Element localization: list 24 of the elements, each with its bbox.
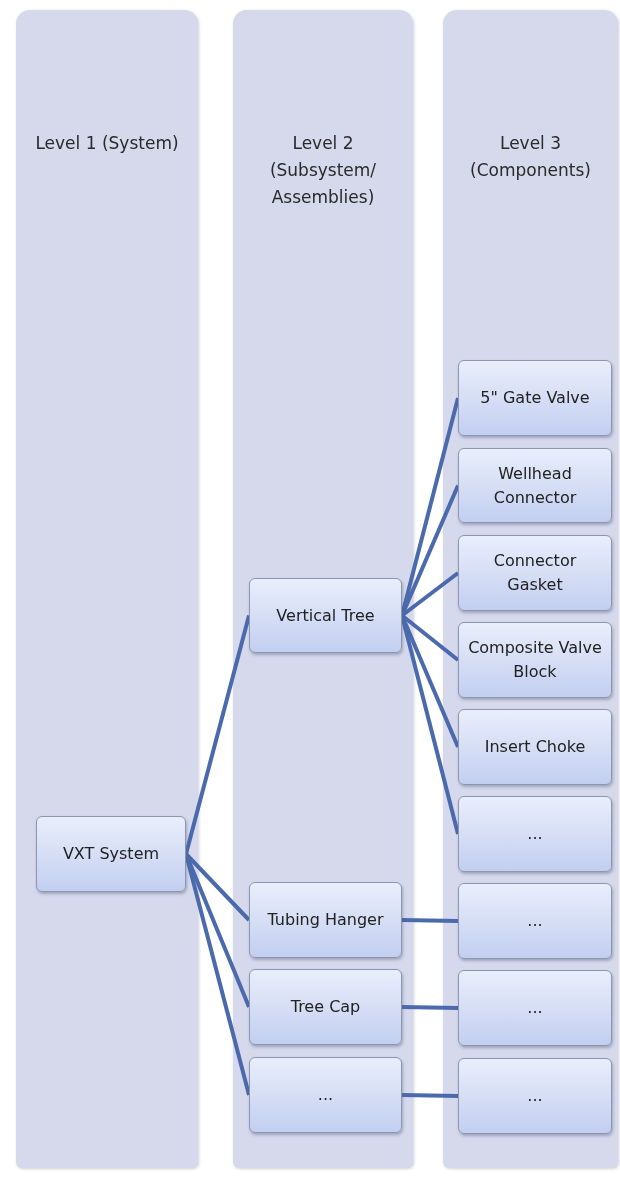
item-box: VXT System: [36, 816, 186, 892]
item-box: ...: [458, 970, 612, 1046]
level-column: [443, 10, 618, 1168]
connector-line: [401, 918, 459, 923]
item-box: ...: [458, 1058, 612, 1134]
connector-line: [401, 1093, 459, 1098]
item-box: Connector Gasket: [458, 535, 612, 611]
item-box: ...: [458, 883, 612, 959]
column-heading: Level 1 (System): [34, 132, 180, 155]
item-box: Composite Valve Block: [458, 622, 612, 698]
item-box: 5" Gate Valve: [458, 360, 612, 436]
item-box: Insert Choke: [458, 709, 612, 785]
item-box: Wellhead Connector: [458, 448, 612, 523]
connector-line: [401, 1005, 459, 1010]
column-heading: Level 3 (Components): [469, 132, 592, 182]
level-column: [233, 10, 413, 1168]
item-box: Tree Cap: [249, 969, 402, 1045]
column-heading: Level 2 (Subsystem/ Assemblies): [268, 132, 378, 209]
item-box: ...: [249, 1057, 402, 1133]
connector-line: [184, 615, 251, 855]
item-box: Tubing Hanger: [249, 882, 402, 958]
item-box: ...: [458, 796, 612, 872]
level-column: [16, 10, 198, 1168]
item-box: Vertical Tree: [249, 578, 402, 653]
